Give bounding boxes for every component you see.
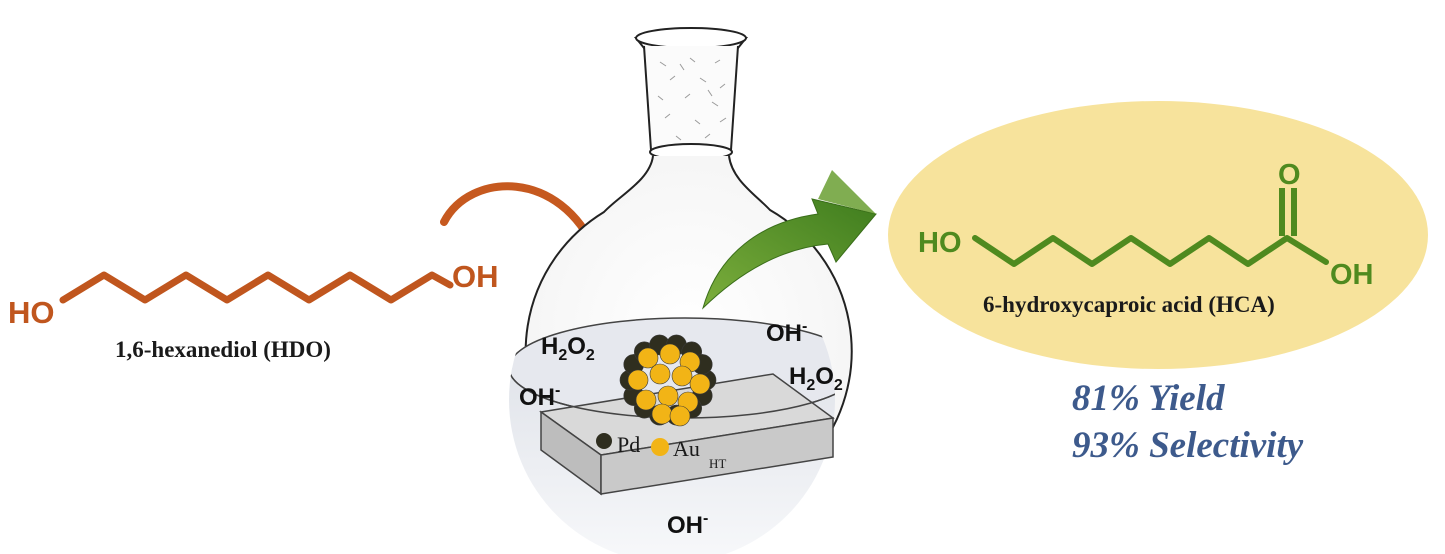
selectivity-text: 93% Selectivity [1072,425,1304,466]
hdo-ho-label: HO [8,295,55,330]
hdo-name: 1,6-hexanediol (HDO) [115,337,331,362]
au-atom [627,369,649,391]
pdau-nanoparticle [619,334,717,427]
hca-ho-label: HO [918,227,962,259]
pd-marker-icon [596,433,612,449]
support-label: HT [709,456,726,471]
hydroxide-label-upper-right: OH- [766,318,807,347]
frosted-joint-texture [657,57,727,141]
hca-name: 6-hydroxycaproic acid (HCA) [983,292,1275,317]
au-atom [635,389,657,411]
au-marker-icon [651,438,669,456]
solution-species: H2O2 H2O2 OH- OH- OH- [519,318,843,539]
product-structure: HO O OH 6-hydroxycaproic acid (HCA) [918,159,1374,317]
au-atom [657,385,679,407]
h2o2-label-left: H2O2 [541,333,595,364]
hca-carbon-chain [972,235,1329,267]
au-atom [671,365,693,387]
round-bottom-flask [509,27,853,554]
hydroxide-label-left: OH- [519,382,560,411]
hca-acid-oh-label: OH [1330,259,1374,291]
au-atom [659,343,681,365]
hdo-oh-label: OH [452,259,499,294]
reactant-structure: HO OH 1,6-hexanediol (HDO) [8,259,499,362]
au-atom [649,363,671,385]
flask-neck [643,45,739,151]
au-atom [669,405,691,427]
h2o2-label-right: H2O2 [789,363,843,394]
catalyst-legend: Pd Au HT [596,432,726,471]
results: 81% Yield 93% Selectivity [1072,378,1304,466]
au-label: Au [673,436,700,461]
curved-green-arrow-icon [702,170,877,310]
product-highlight [888,101,1428,369]
yield-text: 81% Yield [1072,378,1225,419]
au-atom [637,347,659,369]
au-atom [689,373,711,395]
pd-label: Pd [617,432,640,457]
au-atom [651,403,673,425]
hca-carbonyl-o-label: O [1278,159,1301,191]
hydroxide-label-bottom: OH- [667,510,708,539]
hdo-carbon-chain [59,271,454,304]
